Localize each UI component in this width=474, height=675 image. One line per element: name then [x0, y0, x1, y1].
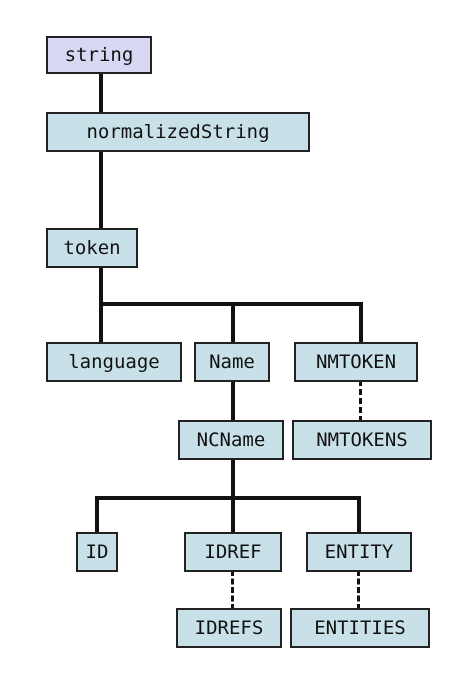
node-ncname: NCName — [178, 420, 284, 460]
connector-ncname-bus — [95, 496, 361, 500]
connector-string-normalizedstring — [99, 72, 103, 114]
dashed-connector-nmtoken-nmtokens — [359, 380, 362, 422]
connector-name-ncname — [231, 380, 235, 422]
connector-to-idref — [231, 496, 235, 534]
node-nmtoken: NMTOKEN — [294, 342, 418, 382]
node-entities: ENTITIES — [290, 608, 430, 648]
dashed-connector-idref-idrefs — [231, 570, 234, 610]
node-nmtokens: NMTOKENS — [292, 420, 432, 460]
connector-to-language — [99, 302, 103, 344]
connector-to-id — [95, 496, 99, 534]
node-entity: ENTITY — [306, 532, 412, 572]
connector-to-entity — [357, 496, 361, 534]
connector-to-name — [231, 302, 235, 344]
node-name: Name — [194, 342, 270, 382]
node-idref: IDREF — [184, 532, 282, 572]
connector-to-nmtoken — [359, 302, 363, 344]
connector-token-trunk — [99, 266, 103, 304]
node-language: language — [46, 342, 182, 382]
node-idrefs: IDREFS — [176, 608, 282, 648]
node-token: token — [46, 228, 138, 268]
node-normalizedstring: normalizedString — [46, 112, 310, 152]
node-id: ID — [76, 532, 118, 572]
connector-ncname-trunk — [231, 458, 235, 498]
node-string: string — [46, 36, 152, 74]
dashed-connector-entity-entities — [357, 570, 360, 610]
connector-normalizedstring-token — [99, 150, 103, 230]
